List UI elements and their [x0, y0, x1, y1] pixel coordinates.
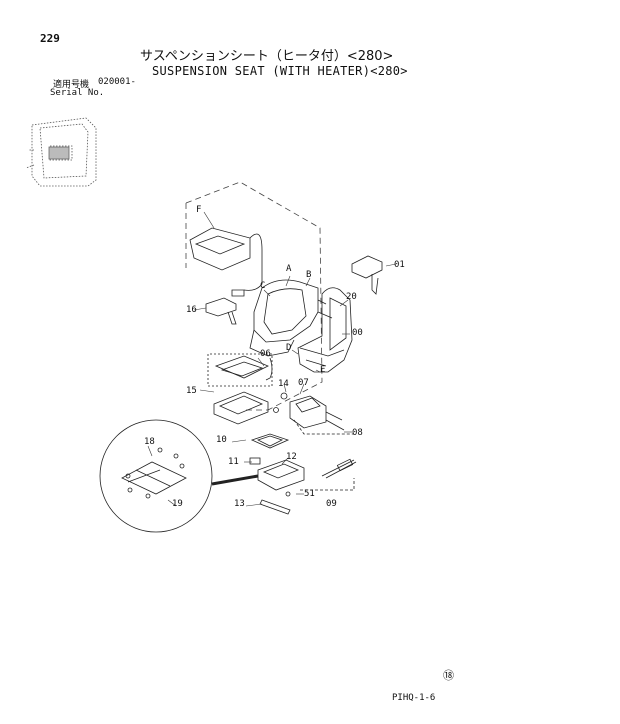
callout-15: 15	[186, 386, 197, 396]
suspension-base	[213, 391, 269, 425]
page-number: 229	[40, 32, 60, 45]
thumbnail-seat-highlight	[48, 146, 70, 160]
callout-A: A	[286, 264, 292, 274]
lever-handle	[259, 499, 291, 515]
lower-mount	[250, 433, 290, 449]
callout-E: E	[320, 365, 326, 375]
callout-F: F	[196, 205, 202, 215]
callout-13: 13	[234, 499, 245, 509]
callout-18: 18	[144, 437, 155, 447]
slide-rail-bracket	[207, 353, 273, 387]
callout-14: 14	[278, 379, 289, 389]
callout-11: 11	[228, 457, 239, 467]
callout-C: C	[260, 281, 266, 291]
callout-19: 19	[172, 499, 183, 509]
callout-16: 16	[186, 305, 197, 315]
seat-back-frame	[297, 287, 353, 373]
serial-label-japanese: 適用号機	[53, 80, 90, 90]
revision-mark: ⑱	[443, 669, 454, 682]
page-title-japanese: サスペンションシート（ヒータ付）<280>	[140, 49, 394, 64]
armrest-right	[351, 255, 383, 295]
base-plate	[249, 457, 305, 491]
callout-12: 12	[286, 452, 297, 462]
bolt-51	[285, 491, 291, 497]
catalog-code: PIHQ-1-6	[392, 693, 436, 703]
callout-07: 07	[298, 378, 309, 388]
callout-B: B	[306, 270, 312, 280]
detail-pointer-arrow	[211, 474, 259, 486]
adjust-rod	[300, 458, 357, 491]
callout-01: 01	[394, 260, 405, 270]
armrest-left	[205, 297, 237, 325]
valve-assembly	[273, 392, 345, 431]
detail-magnifier-icon	[99, 419, 213, 533]
callout-51: 51	[304, 489, 315, 499]
callout-08: 08	[352, 428, 363, 438]
callout-09: 09	[326, 499, 337, 509]
callout-00: 00	[352, 328, 363, 338]
callout-06: 06	[260, 349, 271, 359]
heater-harness	[265, 357, 273, 381]
serial-label-english: Serial No.	[50, 88, 105, 98]
seat-cushion-part	[189, 227, 263, 297]
callout-D: D	[286, 343, 292, 353]
callout-20: 20	[346, 292, 357, 302]
page-title-english: SUSPENSION SEAT (WITH HEATER)<280>	[152, 64, 408, 78]
machine-thumbnail-icon	[25, 117, 97, 187]
callout-10: 10	[216, 435, 227, 445]
serial-value: 020001-	[98, 77, 136, 87]
